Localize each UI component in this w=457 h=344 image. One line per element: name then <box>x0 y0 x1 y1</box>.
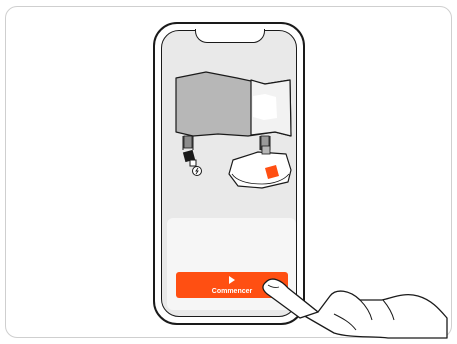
play-icon <box>229 276 235 284</box>
power-connector-illustration <box>183 150 202 176</box>
charging-station-illustration <box>176 72 291 150</box>
robot-mower-illustration <box>229 146 291 188</box>
start-button-label: Commencer <box>176 288 288 296</box>
start-button[interactable]: Commencer <box>176 272 288 298</box>
